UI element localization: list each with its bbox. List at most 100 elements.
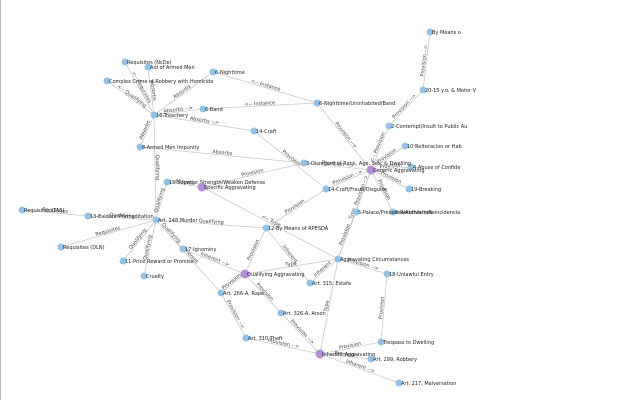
graph-node-breaking[interactable]: 19-Breaking: [405, 185, 442, 194]
node-dot[interactable]: [199, 105, 207, 113]
node-dot[interactable]: [209, 68, 217, 76]
graph-node-estafa[interactable]: Art. 315, Estafa: [306, 279, 351, 288]
node-dot[interactable]: [179, 245, 187, 253]
graph-node-inherent[interactable]: Inherent Aggravating: [315, 349, 376, 359]
graph-node-treachery[interactable]: 16-Treachery: [150, 111, 189, 120]
node-dot[interactable]: [405, 185, 413, 193]
graph-node-means[interactable]: By Means o: [426, 28, 461, 37]
node-dot[interactable]: [277, 309, 285, 317]
graph-node-req-tas[interactable]: Requisites (TAS): [18, 206, 65, 215]
graph-node-cruelty[interactable]: Cruelty: [140, 272, 165, 281]
graph-node-reiteracion[interactable]: 10-Reiteracion or Hab: [401, 142, 462, 151]
node-dot[interactable]: [136, 143, 144, 151]
graph-node-nighttime[interactable]: 6-Nighttime: [209, 68, 245, 77]
node-dot[interactable]: [144, 63, 152, 71]
node-label: By Means o: [432, 30, 461, 36]
graph-node-qualifying[interactable]: Qualifying Aggravating: [240, 269, 305, 279]
graph-edge: [325, 169, 372, 190]
graph-edge: [319, 353, 372, 360]
graph-node-agg-circ[interactable]: Aggravating Circumstances: [334, 255, 410, 264]
graph-edge: [153, 71, 214, 116]
graph-node-complex[interactable]: Complex Crime of Robbery with Homicide: [103, 77, 214, 86]
graph-node-robbery[interactable]: Art. 299, Robbery: [367, 355, 418, 364]
graph-node-crafts[interactable]: 14-Craft/Fraud/Disguise: [322, 185, 388, 194]
graph-node-band[interactable]: 6-Band: [199, 105, 223, 114]
edge-label: Absorbs: [172, 83, 192, 100]
node-dot[interactable]: [315, 349, 325, 359]
graph-node-nighttime-uninh[interactable]: 6-Nighttime/Uninhabited/Band: [313, 99, 396, 108]
graph-node-palace[interactable]: 5-Palace/Presence/Authorities: [352, 208, 433, 217]
graph-node-theft[interactable]: Art. 310 Theft: [242, 334, 283, 343]
node-dot[interactable]: [140, 272, 148, 280]
graph-node-contempt[interactable]: 2-Contempt/Insult to Public Au: [385, 122, 468, 131]
node-dot[interactable]: [250, 127, 258, 135]
edge-label: Provision -->: [225, 299, 246, 330]
node-dot[interactable]: [152, 216, 160, 224]
node-dot[interactable]: [419, 86, 427, 94]
node-dot[interactable]: [377, 338, 385, 346]
edge-label: Provision -->: [391, 93, 417, 120]
node-dot[interactable]: [367, 355, 375, 363]
node-dot[interactable]: [262, 224, 270, 232]
graph-node-confide[interactable]: 4-Abuse of Confide: [407, 163, 461, 172]
node-dot[interactable]: [84, 212, 92, 220]
graph-node-malversation[interactable]: Art. 217, Malversation: [395, 379, 457, 388]
node-label: Specific Aggravating: [204, 185, 256, 191]
node-dot[interactable]: [18, 206, 26, 214]
node-label: Trespass to Dwelling: [382, 340, 434, 346]
graph-edge: [60, 219, 157, 248]
node-dot[interactable]: [334, 255, 342, 263]
node-dot[interactable]: [322, 185, 330, 193]
node-dot[interactable]: [57, 243, 65, 251]
node-dot[interactable]: [407, 163, 415, 171]
node-dot[interactable]: [119, 257, 127, 265]
graph-node-yo20[interactable]: 20-15 y.o. & Motor V: [419, 86, 477, 95]
graph-node-rape[interactable]: Art. 266-A, Rape: [217, 289, 265, 298]
graph-node-evident[interactable]: 13-Evident Premeditation: [84, 212, 154, 221]
graph-node-unlawful[interactable]: 18-Unlawful Entry: [383, 270, 434, 279]
graph-node-craft[interactable]: 14-Craft: [250, 127, 277, 136]
graph-node-superior[interactable]: 15-Superior Strength/Weaken Defense: [163, 178, 266, 187]
edge-label: Provision: [284, 198, 306, 215]
edge-label: Inherent -->: [200, 251, 230, 268]
edge-label: Qualifying: [109, 212, 135, 219]
graph-node-armed-men[interactable]: Aid of Armed Men: [144, 63, 195, 72]
node-dot[interactable]: [389, 208, 397, 216]
node-dot[interactable]: [103, 77, 111, 85]
node-dot[interactable]: [366, 165, 376, 175]
node-dot[interactable]: [240, 269, 250, 279]
node-dot[interactable]: [121, 58, 129, 66]
node-dot[interactable]: [401, 142, 409, 150]
node-dot[interactable]: [150, 111, 158, 119]
graph-node-rpesda[interactable]: 12-By Means of RPESDA: [262, 224, 329, 233]
node-dot[interactable]: [395, 379, 403, 387]
graph-node-requisites-ncde[interactable]: Requisites (NcDe): [121, 58, 172, 67]
graph-node-ignominy[interactable]: 17-Ignominy: [179, 245, 217, 254]
graph-node-req-dln[interactable]: Requisites (DLN): [57, 243, 105, 252]
node-dot[interactable]: [385, 122, 393, 130]
node-dot[interactable]: [300, 159, 308, 167]
edge-label: Type: [347, 207, 357, 221]
node-dot[interactable]: [197, 182, 207, 192]
graph-node-armed-impunity[interactable]: 8-Armed Men Impunity: [136, 143, 200, 152]
graph-node-price[interactable]: 11-Price Reward or Promise: [119, 257, 194, 266]
graph-node-recidivism[interactable]: 9-Recidivism/Reincidencia: [389, 208, 461, 217]
graph-node-murder[interactable]: Art. 248 Murder: [152, 216, 199, 225]
graph-node-generic[interactable]: Generic Aggravating: [366, 165, 425, 175]
node-dot[interactable]: [383, 270, 391, 278]
node-dot[interactable]: [306, 279, 314, 287]
node-dot[interactable]: [163, 178, 171, 186]
node-dot[interactable]: [242, 334, 250, 342]
graph-node-specific[interactable]: Specific Aggravating: [197, 182, 256, 192]
graph-edge: [166, 181, 203, 188]
graph-node-disregard[interactable]: 3-Disregard of Rank, Age, Sex, & Dwellin…: [300, 159, 412, 168]
node-dot[interactable]: [426, 28, 434, 36]
node-dot[interactable]: [313, 99, 321, 107]
node-dot[interactable]: [217, 289, 225, 297]
graph-edge: [153, 114, 255, 132]
node-dot[interactable]: [352, 208, 360, 216]
graph-node-arson[interactable]: Art. 326-A, Arson: [277, 309, 326, 318]
graph-node-trespass[interactable]: Trespass to Dwelling: [377, 338, 435, 347]
